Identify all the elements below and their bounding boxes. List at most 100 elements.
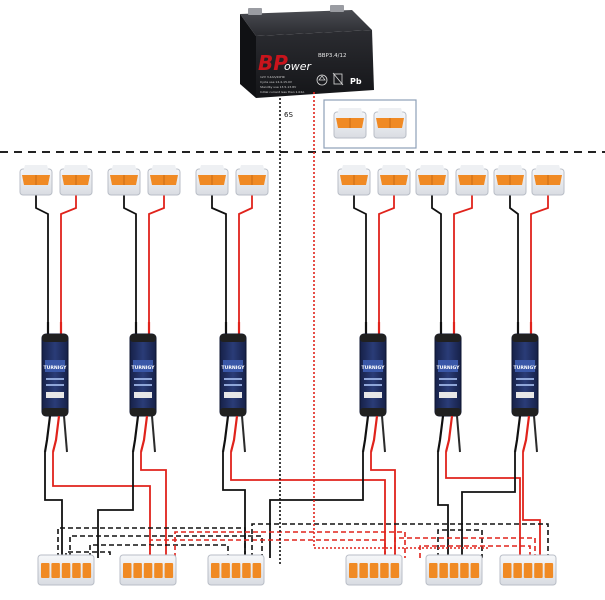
esc-body — [434, 333, 462, 417]
wire-top-positive-4 — [378, 194, 395, 324]
esc-label-panel — [363, 360, 383, 372]
wire-bus-link-4 — [149, 539, 386, 558]
esc-brand-label: TURNIGY — [437, 365, 461, 371]
esc-lead-bottom-negative — [221, 415, 230, 453]
esc-cap-bottom — [360, 408, 386, 416]
esc-stripe — [46, 384, 64, 386]
wire-label: 6S — [284, 111, 293, 119]
wire-top-negative-4 — [353, 194, 367, 324]
bottom-connector-4 — [345, 554, 403, 586]
esc-lead-bottom-signal — [381, 415, 386, 453]
wire-esc-to-bus-3 — [97, 452, 134, 558]
wire-esc-to-bus-9 — [437, 452, 449, 558]
esc-lead-bottom-negative — [361, 415, 370, 453]
esc-label-panel — [515, 360, 535, 372]
esc-layer: TURNIGY TURNIGY TURNIGY TURNIGY TURNIGY TURNI… — [41, 322, 539, 453]
esc-stripe — [224, 384, 242, 386]
bottom-connector-1 — [37, 554, 95, 586]
connector-lever — [252, 563, 262, 578]
wire-esc-to-bus-12 — [522, 452, 541, 558]
battery-front — [256, 30, 374, 98]
esc-cap-top — [42, 334, 68, 342]
connector-lever — [503, 563, 512, 578]
wire-esc-to-bus-1 — [44, 452, 63, 558]
wire-top-positive-6 — [530, 194, 549, 324]
wire-esc-to-bus-11 — [461, 452, 516, 558]
wire-top-negative-3 — [211, 194, 227, 324]
bottom-connector-3 — [207, 554, 265, 586]
esc-body — [511, 333, 539, 417]
battery-top — [240, 10, 372, 36]
esc-cap-bottom — [435, 408, 461, 416]
bottom-connector-5 — [425, 554, 483, 586]
connector-top-clear — [458, 165, 486, 175]
esc-label-panel — [223, 360, 243, 372]
top-connector-negative-4 — [337, 165, 371, 196]
esc-body — [41, 333, 69, 417]
top-connector-positive-1 — [59, 165, 93, 196]
connector-lever — [72, 563, 81, 578]
top-connector-negative-3 — [195, 165, 229, 196]
connector-top-clear — [376, 108, 404, 118]
battery-brand-prefix: BP — [258, 51, 288, 75]
esc-sticker — [364, 392, 382, 398]
wire-bus-link-5 — [174, 531, 406, 558]
esc-lead-bottom-signal — [241, 415, 246, 453]
connector-lever — [359, 563, 368, 578]
esc-6: TURNIGY — [511, 322, 539, 453]
esc-brand-label: TURNIGY — [362, 365, 386, 371]
connector-lever — [449, 563, 459, 578]
esc-2: TURNIGY — [129, 322, 157, 453]
top-connector-positive-2 — [147, 165, 181, 196]
esc-1: TURNIGY — [41, 322, 69, 453]
connector-lever — [523, 563, 533, 578]
wire-bus-link-3 — [89, 544, 229, 558]
connector-lever — [211, 563, 220, 578]
esc-3: TURNIGY — [219, 322, 247, 453]
connector-top-clear — [110, 165, 138, 175]
esc-stripe — [224, 378, 242, 380]
esc-lead-bottom-positive — [229, 415, 239, 453]
top-connector-positive-4 — [377, 165, 411, 196]
battery-label-line-4: Initial current less than 1.02A — [260, 90, 305, 94]
esc-cap-top — [512, 334, 538, 342]
esc-body — [359, 333, 387, 417]
connector-lever — [143, 563, 153, 578]
connector-top-clear — [336, 108, 364, 118]
connector-lever — [82, 563, 92, 578]
wire-bus-link-1 — [57, 527, 246, 558]
esc-cap-bottom — [220, 408, 246, 416]
battery-label-line-3: Standby use 13.5-13.8V — [260, 85, 297, 89]
wire-bus-link-7 — [437, 529, 483, 558]
connector-lever — [61, 563, 71, 578]
connector-top-clear — [496, 165, 524, 175]
esc-lead-bottom-signal — [63, 415, 68, 453]
top-connector-negative-5 — [415, 165, 449, 196]
battery-bin-icon — [332, 72, 344, 86]
esc-brand-label: TURNIGY — [44, 365, 68, 371]
esc-5: TURNIGY — [434, 322, 462, 453]
connector-lever — [154, 563, 163, 578]
esc-label-panel — [133, 360, 153, 372]
esc-4: TURNIGY — [359, 322, 387, 453]
top-connector-positive-5 — [455, 165, 489, 196]
esc-lead-bottom-positive — [521, 415, 531, 453]
connector-lever — [439, 563, 448, 578]
top-connector-positive-3 — [235, 165, 269, 196]
wire-bus-link-6 — [251, 523, 549, 558]
battery: BP ower BBP3.4/12 12V 3.4Ah/20HR Cycle u… — [240, 5, 374, 98]
esc-sticker — [134, 392, 152, 398]
connector-top-clear — [22, 165, 50, 175]
top-connector-negative-2 — [107, 165, 141, 196]
connector-lever — [534, 563, 543, 578]
esc-stripe — [516, 378, 534, 380]
battery-label-line-2: Cycle use 14.4-15.0V — [260, 80, 293, 84]
top-connectors-layer — [19, 165, 565, 196]
esc-cap-bottom — [42, 408, 68, 416]
battery-terminal-negative — [248, 8, 262, 15]
esc-lead-bottom-signal — [533, 415, 538, 453]
wire-top-positive-5 — [453, 194, 473, 324]
esc-cap-top — [220, 334, 246, 342]
